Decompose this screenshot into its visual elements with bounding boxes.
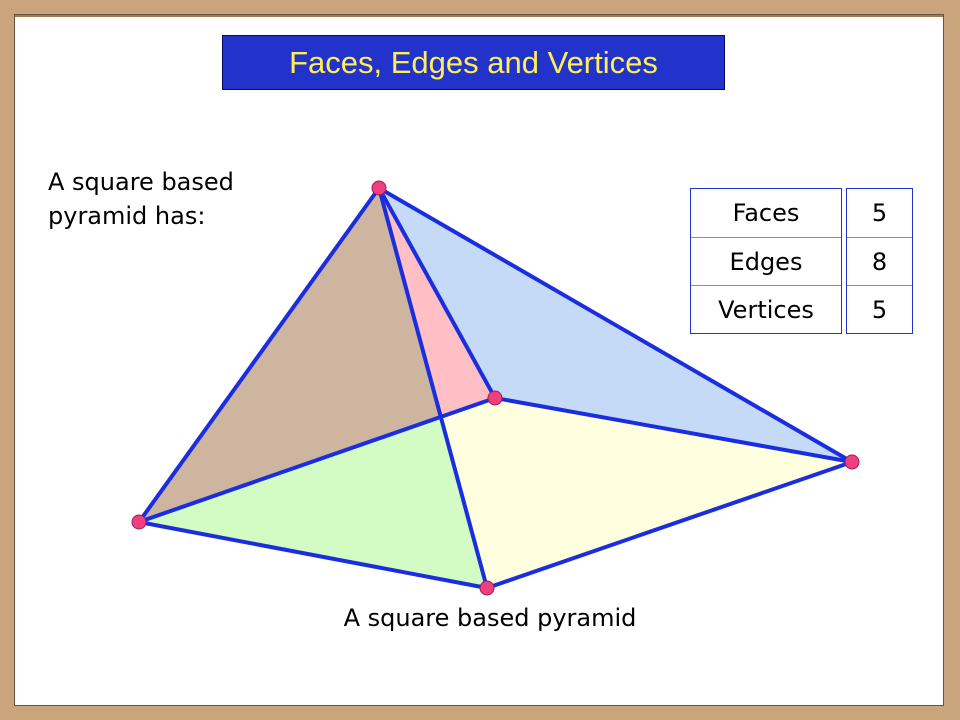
edge bbox=[377, 186, 497, 400]
face-back bbox=[379, 188, 495, 418]
vertex-front bbox=[479, 580, 495, 596]
count-label-edges: Edges bbox=[691, 237, 841, 285]
counts-table: Faces Edges Vertices 5 8 5 bbox=[690, 188, 913, 334]
page-title: Faces, Edges and Vertices bbox=[289, 44, 658, 80]
vertex-right bbox=[844, 454, 860, 470]
vertex-back bbox=[487, 390, 503, 406]
intro-line: pyramid has: bbox=[48, 202, 206, 230]
edge bbox=[493, 396, 854, 464]
face-front-left bbox=[139, 418, 487, 588]
edge bbox=[485, 460, 854, 590]
count-label-vertices: Vertices bbox=[691, 285, 841, 333]
edge bbox=[377, 186, 489, 590]
edges bbox=[137, 186, 854, 590]
frame-top bbox=[15, 15, 943, 17]
count-value-edges: 8 bbox=[847, 237, 912, 285]
title-bar: Faces, Edges and Vertices bbox=[222, 35, 725, 90]
vertices bbox=[131, 180, 860, 596]
count-value-faces: 5 bbox=[871, 199, 888, 227]
edge bbox=[377, 186, 854, 464]
edge bbox=[137, 396, 497, 524]
vertex-left bbox=[131, 514, 147, 530]
edge bbox=[137, 186, 381, 524]
diagram-caption: A square based pyramid bbox=[343, 604, 637, 632]
vertex-apex bbox=[371, 180, 387, 196]
counts-labels-column: Faces Edges Vertices bbox=[690, 188, 842, 334]
edge bbox=[137, 520, 489, 590]
intro-line: A square based bbox=[48, 168, 234, 196]
count-label-faces: Faces bbox=[732, 199, 800, 227]
intro-text: A square based pyramid has: bbox=[48, 165, 298, 233]
count-value-vertices: 5 bbox=[847, 285, 912, 333]
counts-values-column: 5 8 5 bbox=[846, 188, 913, 334]
